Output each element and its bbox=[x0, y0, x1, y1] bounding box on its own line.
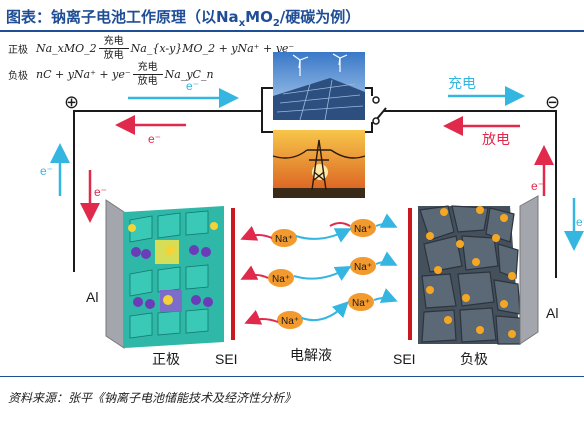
sodium-ion-label-4: Na⁺ bbox=[354, 262, 372, 273]
sodium-ion-label-3: Na⁺ bbox=[272, 274, 290, 285]
discharge-label: 放电 bbox=[482, 131, 510, 147]
right-outer-electron-label: e⁻ bbox=[576, 215, 584, 229]
anode-label: 负极 bbox=[460, 351, 488, 367]
charge-electron-label: e⁻ bbox=[186, 79, 199, 93]
anode-hard-carbon bbox=[418, 205, 521, 345]
source-rule bbox=[0, 376, 584, 377]
right-aluminium-collector bbox=[519, 195, 539, 345]
left-sei-label: SEI bbox=[215, 351, 238, 367]
figure-title: 图表：钠离子电池工作原理（以NaxMO2/硬碳为例） bbox=[6, 8, 361, 29]
sodium-ion-label-1: Na⁺ bbox=[275, 234, 293, 245]
negative-equation: 负极 nC + yNa⁺ + ye⁻ 充电放电 Na_yC_n bbox=[8, 62, 214, 87]
negative-terminal-icon: ⊖ bbox=[545, 92, 560, 112]
solar-wind-photo bbox=[273, 52, 365, 121]
electrolyte-label: 电解液 bbox=[290, 347, 332, 363]
sodium-ion-group bbox=[268, 219, 376, 329]
cathode-crystal bbox=[124, 206, 224, 348]
charge-label: 充电 bbox=[448, 75, 476, 91]
left-inner-electron-label: e⁻ bbox=[94, 185, 107, 199]
sodium-ion-label-5: Na⁺ bbox=[281, 316, 299, 327]
cathode-label: 正极 bbox=[152, 351, 180, 367]
left-al-label: Al bbox=[86, 289, 98, 305]
power-tower-photo bbox=[272, 130, 366, 198]
title-rule bbox=[0, 30, 584, 32]
source-note: 资料来源：张平《钠离子电池储能技术及经济性分析》 bbox=[8, 391, 297, 405]
switch-contact-top bbox=[372, 96, 380, 104]
left-aluminium-collector bbox=[105, 199, 125, 349]
discharge-electron-label: e⁻ bbox=[148, 132, 161, 146]
switch-contact-bottom bbox=[372, 117, 380, 125]
sodium-ion-label-6: Na⁺ bbox=[352, 298, 370, 309]
positive-terminal-icon: ⊕ bbox=[64, 92, 79, 112]
left-outer-electron-label: e⁻ bbox=[40, 164, 53, 178]
positive-equation: 正极 Na_xMO_2 充电放电 Na_{x-y}MO_2 + yNa⁺ + y… bbox=[8, 36, 295, 61]
right-sei-label: SEI bbox=[393, 351, 416, 367]
sodium-ion-label-2: Na⁺ bbox=[354, 224, 372, 235]
right-inner-electron-label: e⁻ bbox=[531, 179, 544, 193]
right-al-label: Al bbox=[546, 305, 558, 321]
ion-flow-arrows bbox=[240, 213, 398, 325]
